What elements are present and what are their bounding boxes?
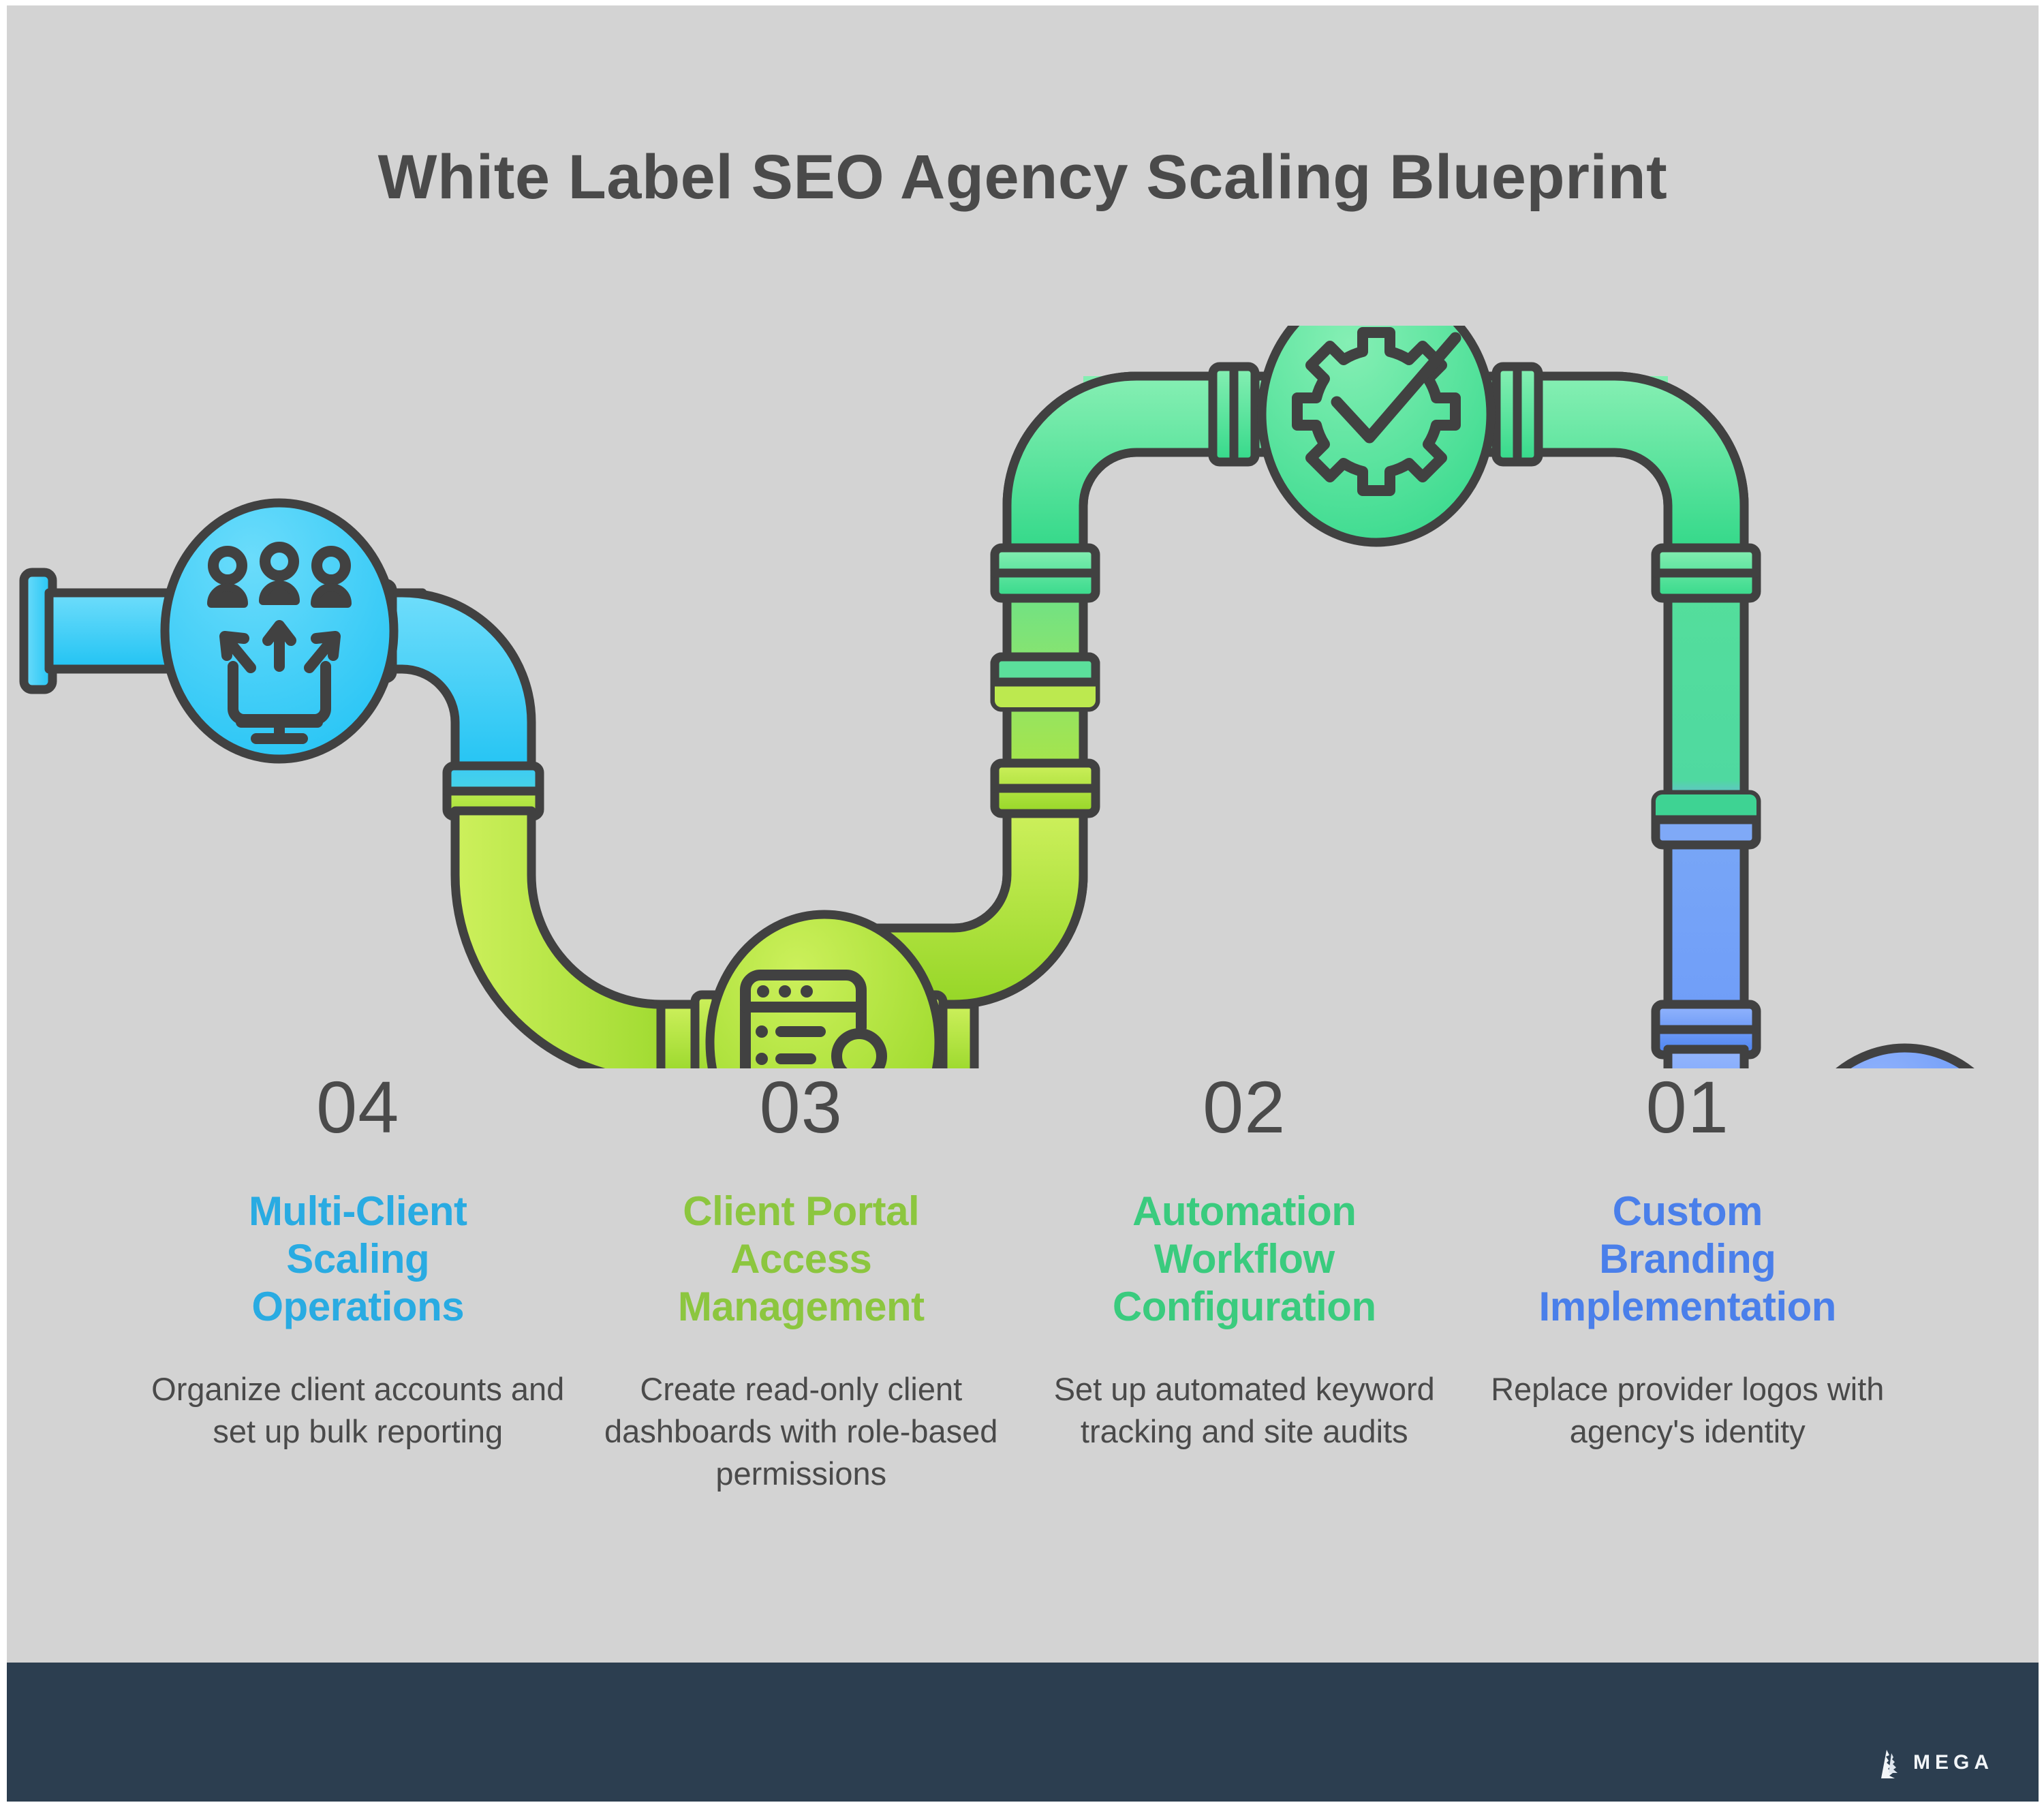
step-column-04: 04 Multi-Client Scaling Operations Organ… — [136, 1068, 580, 1453]
step-title-line: Implementation — [1538, 1283, 1837, 1329]
pipeline-svg — [19, 281, 2024, 1309]
step-title-line: Scaling — [286, 1235, 430, 1282]
gear-check-icon — [1292, 327, 1461, 496]
step-title-line: Custom — [1612, 1188, 1763, 1235]
step-number: 02 — [1203, 1066, 1286, 1148]
pipe-transition-collar-mint-blue — [1651, 790, 1761, 850]
pipe-transition-collar-blue — [1651, 1000, 1761, 1060]
step-description: Set up automated keyword tracking and si… — [1053, 1371, 1435, 1450]
brand-lockup: MEGA — [1878, 1747, 1994, 1778]
step-title-line: Access — [730, 1235, 872, 1282]
users-scaling-icon — [207, 542, 352, 744]
pipe-transition-collar-lime — [990, 758, 1100, 818]
pipe-collar — [1491, 362, 1543, 467]
step-title: Custom Branding Implementation — [1481, 1188, 1895, 1330]
step-title-line: Multi-Client — [248, 1188, 467, 1235]
step-description: Organize client accounts and set up bulk… — [151, 1371, 565, 1450]
step-title-line: Management — [677, 1283, 925, 1329]
mega-statue-icon — [1881, 1750, 1898, 1778]
node-01-custom-branding[interactable] — [1786, 1043, 2024, 1309]
step-title-line: Automation — [1132, 1188, 1357, 1235]
pipe-transition-collar-mint-right — [1651, 543, 1761, 603]
step-column-02: 02 Automation Workflow Configuration Set… — [1023, 1068, 1466, 1453]
page-title: White Label SEO Agency Scaling Blueprint — [377, 142, 1668, 212]
step-description: Replace provider logos with agency's ide… — [1491, 1371, 1885, 1450]
step-title-line: Client Portal — [683, 1188, 920, 1235]
step-title-line: Operations — [251, 1283, 465, 1329]
brand-name: MEGA — [1913, 1751, 1994, 1774]
step-title: Client Portal Access Management — [595, 1188, 1008, 1330]
step-number: 04 — [316, 1066, 400, 1148]
pipe-transition-collar-lime-mint — [990, 652, 1100, 712]
step-column-01: 01 Custom Branding Implementation Replac… — [1466, 1068, 1910, 1453]
node-02-automation-workflow[interactable] — [1257, 281, 1496, 547]
pipe-collar — [1208, 362, 1260, 467]
node-04-multi-client-scaling[interactable] — [160, 498, 399, 764]
step-description: Create read-only client dashboards with … — [604, 1371, 998, 1492]
step-title-line: Configuration — [1112, 1283, 1376, 1329]
step-title-line: Workflow — [1153, 1235, 1335, 1282]
step-title: Multi-Client Scaling Operations — [151, 1188, 565, 1330]
step-title-line: Branding — [1599, 1235, 1776, 1282]
node-circle — [1786, 1043, 2024, 1309]
step-number: 03 — [759, 1066, 843, 1148]
poster-canvas: White Label SEO Agency Scaling Blueprint — [7, 5, 2039, 1663]
pipeline-diagram — [7, 281, 2039, 1309]
pipe-transition-collar-mint — [990, 543, 1100, 603]
steps-row: 04 Multi-Client Scaling Operations Organ… — [7, 1068, 2039, 1641]
step-title: Automation Workflow Configuration — [1038, 1188, 1451, 1330]
step-column-03: 03 Client Portal Access Management Creat… — [580, 1068, 1023, 1495]
footer-bar: MEGA — [7, 1663, 2039, 1802]
step-number: 01 — [1645, 1066, 1729, 1148]
pipe-elbow-down — [356, 588, 536, 783]
